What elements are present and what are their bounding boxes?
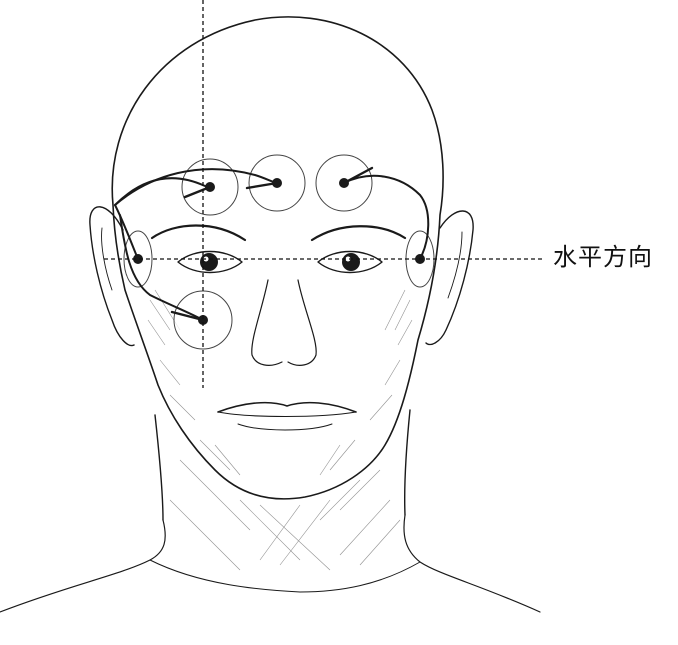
eyebrows xyxy=(152,226,405,241)
left-eye xyxy=(178,252,242,273)
electrode-pads xyxy=(124,155,434,349)
mouth xyxy=(218,403,356,430)
head-outline xyxy=(112,17,443,499)
right-eye xyxy=(318,252,382,273)
nose xyxy=(252,280,316,365)
neck xyxy=(155,410,410,520)
shoulder-hatching xyxy=(0,515,540,612)
horizontal-direction-label: 水平方向 xyxy=(553,242,653,272)
